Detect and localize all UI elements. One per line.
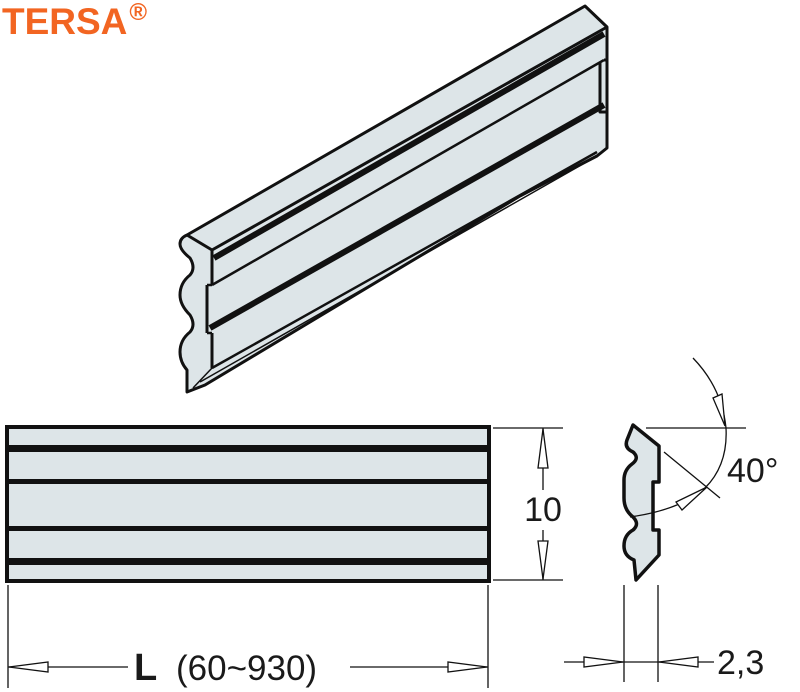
angle-dimension [629,357,746,518]
front-view-body [5,425,491,583]
height-dimension-label: 10 [524,491,562,529]
brand-name: TERSA [2,1,128,42]
groove-line [7,526,489,531]
groove-line [7,445,489,452]
brand-logo: TERSA® [2,0,148,42]
angle-dimension-label: 40° [727,452,778,490]
side-profile-view [622,423,661,582]
groove-line [7,558,489,565]
registered-mark: ® [129,0,148,26]
length-symbol: L [134,647,157,689]
height-dimension [493,427,563,581]
length-dimension [7,585,489,688]
isometric-view [178,4,609,394]
thickness-dimension-label: 2,3 [717,644,764,682]
length-range: (60~930) [176,649,317,688]
front-view [5,425,491,583]
groove-line [7,479,489,484]
thickness-dimension [564,585,714,682]
